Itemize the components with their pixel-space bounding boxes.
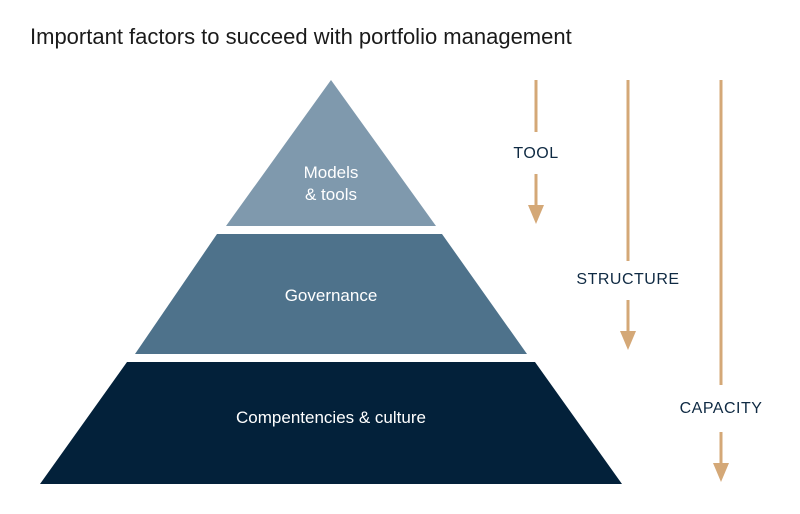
pyramid-tier-bottom — [40, 362, 622, 484]
tier-top-label-line1: Models — [303, 163, 359, 182]
tier-top-label-line2: & tools — [305, 185, 357, 204]
structure-arrowhead-icon — [620, 331, 636, 350]
tier-bottom-label: Compentencies & culture — [236, 408, 426, 427]
pyramid-tier-top — [226, 80, 436, 226]
capacity-label: CAPACITY — [679, 400, 763, 417]
tool-label: TOOL — [513, 145, 559, 162]
tier-top-label: Models & tools — [304, 162, 359, 206]
tool-arrowhead-icon — [528, 205, 544, 224]
structure-label: STRUCTURE — [576, 271, 680, 288]
diagram-title: Important factors to succeed with portfo… — [30, 24, 572, 49]
tier-middle-label: Governance — [284, 286, 378, 305]
pyramid-tier-middle — [135, 234, 527, 354]
capacity-arrowhead-icon — [713, 463, 729, 482]
